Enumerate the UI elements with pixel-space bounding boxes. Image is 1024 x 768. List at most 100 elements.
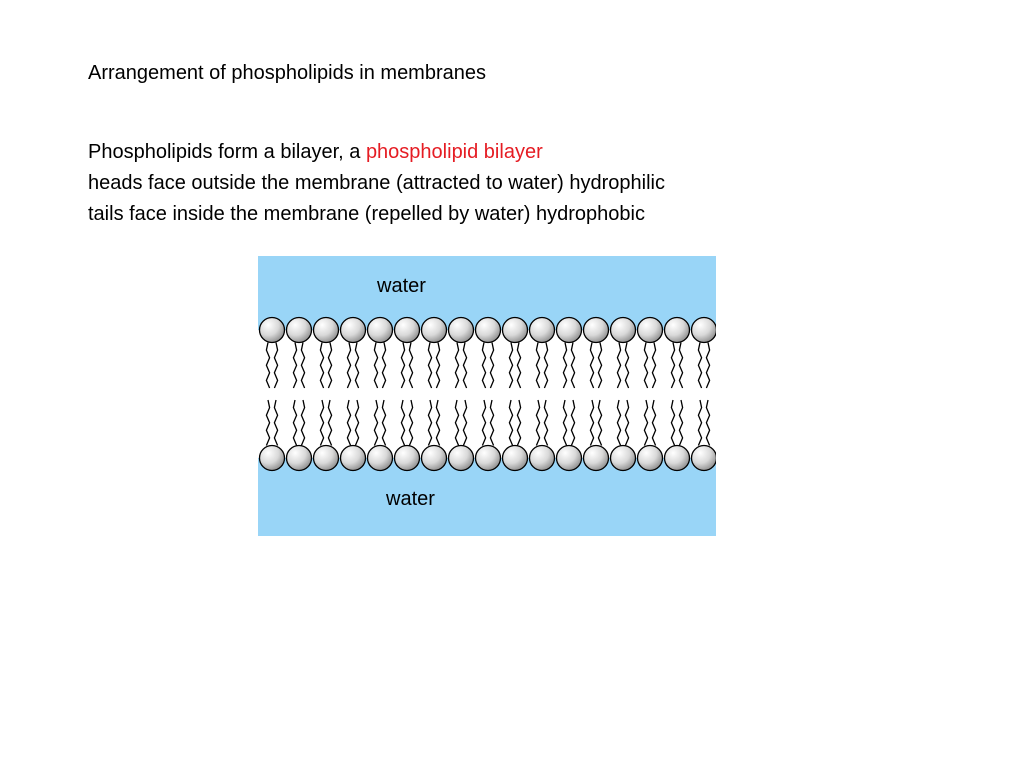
line-tails: tails face inside the membrane (repelled… xyxy=(88,203,645,225)
phospholipid-head xyxy=(582,316,610,344)
lipid-tail xyxy=(508,399,514,446)
lipid-tail xyxy=(373,342,379,389)
lipid-tail xyxy=(327,342,333,389)
lipid-tail xyxy=(624,342,630,389)
phospholipid-head xyxy=(501,444,529,472)
lipid-tail xyxy=(508,342,514,389)
lipid-tail xyxy=(265,342,271,389)
phospholipid-head xyxy=(285,444,313,472)
bilayer-diagram: water water xyxy=(258,256,716,536)
phospholipid-bilayer-term: phospholipid bilayer xyxy=(365,141,543,163)
phospholipid-head xyxy=(663,444,691,472)
lipid-tail xyxy=(400,342,406,389)
lipid-tail xyxy=(489,342,495,389)
phospholipid-head xyxy=(690,444,716,472)
phospholipid-head xyxy=(393,444,421,472)
lipid-tail xyxy=(516,342,522,389)
lipid-tail xyxy=(381,399,387,446)
body-text: Phospholipids form a bilayer, a phosphol… xyxy=(88,137,665,230)
phospholipid-head xyxy=(312,444,340,472)
lipid-tail xyxy=(481,342,487,389)
lipid-tail xyxy=(570,399,576,446)
lipid-tail xyxy=(589,342,595,389)
lipid-tail xyxy=(535,342,541,389)
lipid-tail xyxy=(346,399,352,446)
line-bilayer: Phospholipids form a bilayer, a phosphol… xyxy=(88,137,665,168)
phospholipid-head xyxy=(393,316,421,344)
phospholipid-head xyxy=(690,316,716,344)
phospholipid-head xyxy=(285,316,313,344)
lipid-tail xyxy=(292,342,298,389)
lipid-tail xyxy=(616,342,622,389)
lipid-tail xyxy=(616,399,622,446)
phospholipid-head xyxy=(555,316,583,344)
lipid-tail xyxy=(462,399,468,446)
lipid-tail xyxy=(273,399,279,446)
lipid-tail xyxy=(427,342,433,389)
lipid-tail xyxy=(354,399,360,446)
phospholipid-head xyxy=(663,316,691,344)
lipid-tail xyxy=(327,399,333,446)
water-label-bottom: water xyxy=(386,488,435,510)
lipid-tail xyxy=(643,399,649,446)
lipid-tail xyxy=(462,342,468,389)
lipid-tail xyxy=(589,399,595,446)
lipid-tail xyxy=(427,399,433,446)
lipid-tail xyxy=(435,342,441,389)
slide-title: Arrangement of phospholipids in membrane… xyxy=(88,62,486,84)
phospholipid-head xyxy=(501,316,529,344)
phospholipid-head xyxy=(636,316,664,344)
phospholipid-head xyxy=(609,444,637,472)
lipid-tail xyxy=(543,399,549,446)
lipid-tail xyxy=(651,342,657,389)
lipid-tail xyxy=(705,342,711,389)
lipid-tail xyxy=(354,342,360,389)
lipid-tail xyxy=(651,399,657,446)
lipid-tail xyxy=(408,399,414,446)
lipid-tail xyxy=(570,342,576,389)
phospholipid-head xyxy=(312,316,340,344)
phospholipid-head xyxy=(474,444,502,472)
lipid-tail xyxy=(400,399,406,446)
lipid-tail xyxy=(454,342,460,389)
lipid-tail xyxy=(300,342,306,389)
lipid-tail xyxy=(265,399,271,446)
lipid-tail xyxy=(454,399,460,446)
lipid-tail xyxy=(678,399,684,446)
lipid-tail xyxy=(319,399,325,446)
lipid-tail xyxy=(319,342,325,389)
lipid-tail xyxy=(373,399,379,446)
lipid-tail xyxy=(562,399,568,446)
phospholipid-head xyxy=(474,316,502,344)
lipid-tail xyxy=(643,342,649,389)
phospholipid-head xyxy=(339,316,367,344)
lipid-tail xyxy=(535,399,541,446)
lipid-tail xyxy=(597,399,603,446)
line-bilayer-prefix: Phospholipids form a bilayer, a xyxy=(88,141,366,163)
bilayer-svg xyxy=(258,256,716,536)
lipid-tail xyxy=(678,342,684,389)
phospholipid-head xyxy=(447,444,475,472)
lipid-tail xyxy=(300,399,306,446)
phospholipid-head xyxy=(420,316,448,344)
lipid-tail xyxy=(543,342,549,389)
lipid-tails xyxy=(265,342,711,446)
lipid-tail xyxy=(562,342,568,389)
phospholipid-head xyxy=(258,316,286,344)
lipid-heads xyxy=(258,316,716,472)
lipid-tail xyxy=(516,399,522,446)
lipid-tail xyxy=(670,399,676,446)
membrane-interior xyxy=(258,330,716,458)
lipid-tail xyxy=(273,342,279,389)
lipid-tail xyxy=(670,342,676,389)
phospholipid-head xyxy=(555,444,583,472)
water-label-top: water xyxy=(377,275,426,297)
phospholipid-head xyxy=(528,444,556,472)
phospholipid-head xyxy=(420,444,448,472)
phospholipid-head xyxy=(339,444,367,472)
lipid-tail xyxy=(381,342,387,389)
lipid-tail xyxy=(292,399,298,446)
phospholipid-head xyxy=(609,316,637,344)
line-heads: heads face outside the membrane (attract… xyxy=(88,172,665,194)
phospholipid-head xyxy=(258,444,286,472)
